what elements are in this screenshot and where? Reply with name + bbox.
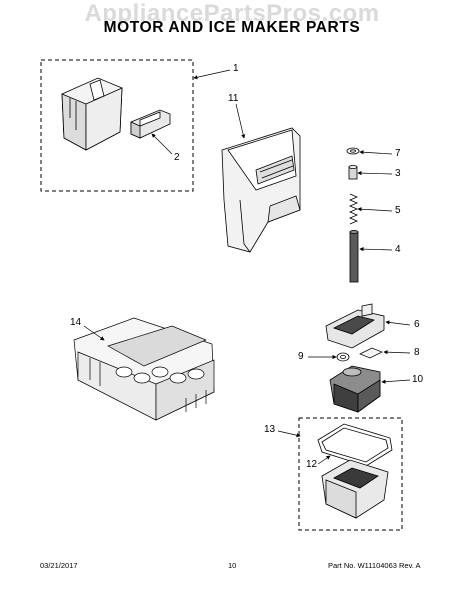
- part-10-motor: [329, 365, 381, 413]
- callout-8: 8: [414, 347, 420, 358]
- part-3-bushing: [348, 164, 358, 180]
- part-6-motor-cover: [325, 303, 385, 349]
- assembly-13-dashed-box: [298, 417, 403, 531]
- part-8-gasket: [359, 347, 383, 359]
- callout-14: 14: [70, 317, 82, 328]
- part-13-housing: [321, 459, 389, 519]
- part-9-ring: [336, 352, 350, 362]
- footer-page-number: 10: [228, 561, 237, 570]
- callout-4: 4: [395, 244, 401, 255]
- part-14-ice-maker: [73, 317, 215, 421]
- callout-5: 5: [395, 205, 401, 216]
- part-1-bracket: [61, 77, 123, 151]
- callout-7: 7: [395, 148, 401, 159]
- part-5-spring: [348, 193, 359, 225]
- callout-6: 6: [414, 319, 420, 330]
- callout-3: 3: [395, 168, 401, 179]
- footer-part-number: Part No. W11104063 Rev. A: [328, 561, 421, 570]
- part-11-chute-cover: [221, 127, 301, 253]
- footer-date: 03/21/2017: [40, 561, 78, 570]
- part-2-clip: [130, 109, 171, 139]
- page-title: MOTOR AND ICE MAKER PARTS: [103, 19, 361, 36]
- callout-12: 12: [306, 459, 318, 470]
- callout-2: 2: [174, 152, 180, 163]
- watermark: AppliancePartsPros.com: [84, 0, 380, 27]
- callout-13: 13: [264, 424, 276, 435]
- callout-10: 10: [412, 374, 424, 385]
- part-7-washer: [346, 147, 360, 155]
- assembly-1-dashed-box: [40, 59, 194, 192]
- leader-lines: [83, 69, 411, 465]
- callout-9: 9: [298, 351, 304, 362]
- part-12-seal: [317, 423, 393, 467]
- part-4-rod: [349, 229, 359, 283]
- callout-1: 1: [233, 63, 239, 74]
- callout-11: 11: [228, 93, 239, 104]
